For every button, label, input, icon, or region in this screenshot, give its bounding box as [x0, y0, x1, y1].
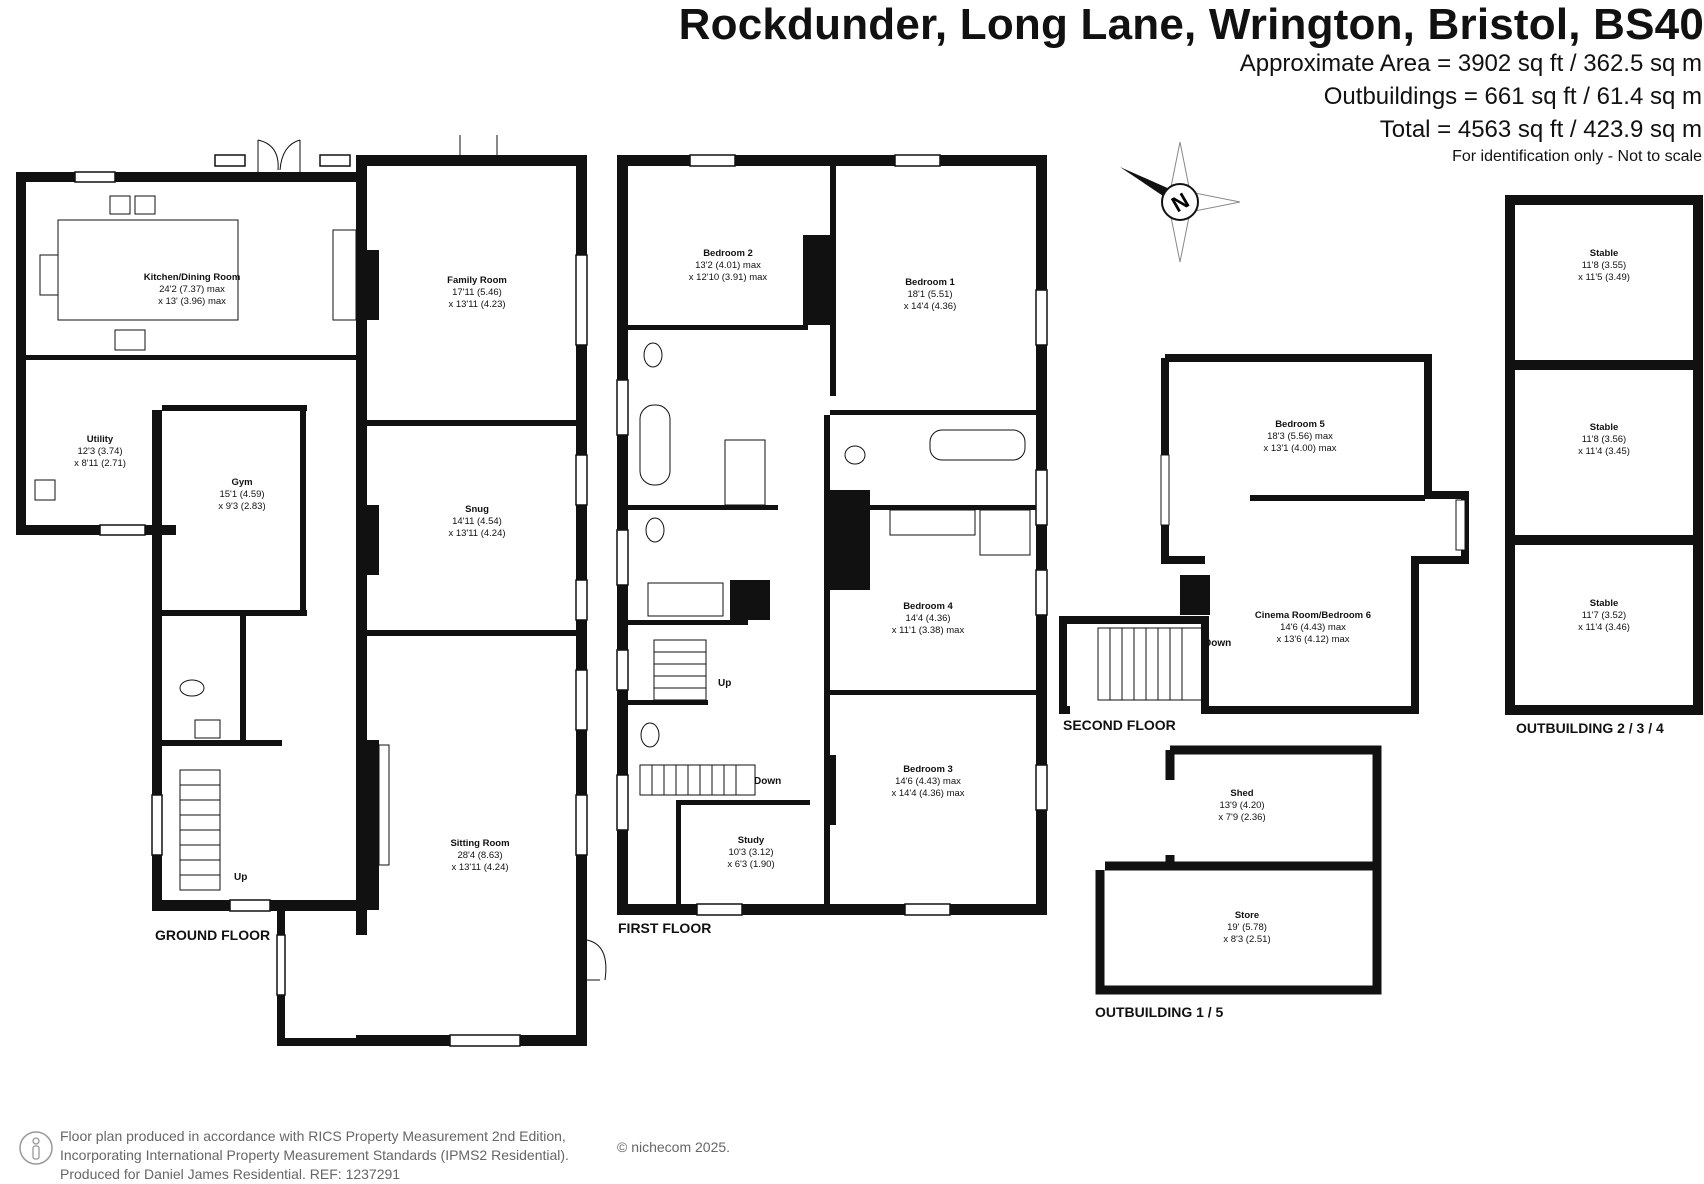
first-stairs-down: Down [754, 776, 781, 787]
bedroom2-dim2: x 12'10 (3.91) max [689, 272, 768, 283]
ground-floor-plan [16, 135, 607, 1047]
footer-line-1: Floor plan produced in accordance with R… [60, 1128, 566, 1144]
bedroom5-dim1: 18'3 (5.56) max [1267, 431, 1333, 442]
sitting-dim2: x 13'11 (4.24) [451, 862, 508, 873]
cinema-dim2: x 13'6 (4.12) max [1276, 634, 1349, 645]
sitting-name: Sitting Room [450, 838, 509, 849]
stable2-dim2: x 11'4 (3.45) [1578, 446, 1630, 457]
footer-line-3: Produced for Daniel James Residential. R… [60, 1166, 401, 1182]
family-dim2: x 13'11 (4.23) [448, 299, 505, 310]
store-dim2: x 8'3 (2.51) [1223, 934, 1270, 945]
study-name: Study [738, 835, 765, 846]
outbuilding-2-3-4-label: OUTBUILDING 2 / 3 / 4 [1516, 720, 1664, 736]
outbuildings-area: Outbuildings = 661 sq ft / 61.4 sq m [1323, 83, 1702, 110]
study-dim2: x 6'3 (1.90) [727, 859, 774, 870]
north-arrow-icon: N [1120, 141, 1241, 263]
study-dim1: 10'3 (3.12) [728, 847, 773, 858]
bedroom3-dim2: x 14'4 (4.36) max [891, 788, 964, 799]
bedroom4-name: Bedroom 4 [903, 601, 953, 612]
cinema-name: Cinema Room/Bedroom 6 [1255, 610, 1371, 621]
property-title: Rockdunder, Long Lane, Wrington, Bristol… [678, 0, 1704, 49]
bedroom2-dim1: 13'2 (4.01) max [695, 260, 761, 271]
bedroom3-name: Bedroom 3 [903, 764, 953, 775]
bedroom5-dim2: x 13'1 (4.00) max [1263, 443, 1336, 454]
stable2-dim1: 11'8 (3.56) [1582, 434, 1626, 445]
snug-dim2: x 13'11 (4.24) [448, 528, 505, 539]
second-floor-plan [1059, 354, 1469, 714]
utility-name: Utility [87, 434, 114, 445]
bedroom5-name: Bedroom 5 [1275, 419, 1325, 430]
family-dim1: 17'11 (5.46) [452, 287, 502, 298]
footer-line-2: Incorporating International Property Mea… [60, 1147, 569, 1163]
gym-name: Gym [231, 477, 252, 488]
second-floor-label: SECOND FLOOR [1063, 717, 1176, 733]
first-floor-label: FIRST FLOOR [618, 920, 711, 936]
stable3-name: Stable [1590, 598, 1619, 609]
family-name: Family Room [447, 275, 507, 286]
shed-name: Shed [1230, 788, 1253, 799]
stable3-dim1: 11'7 (3.52) [1582, 610, 1626, 621]
sitting-dim1: 28'4 (8.63) [457, 850, 502, 861]
utility-dim2: x 8'11 (2.71) [74, 458, 126, 469]
store-name: Store [1235, 910, 1259, 921]
bedroom4-dim2: x 11'1 (3.38) max [892, 625, 965, 636]
gym-dim2: x 9'3 (2.83) [218, 501, 265, 512]
bedroom1-dim2: x 14'4 (4.36) [904, 301, 957, 312]
kitchen-dim2: x 13' (3.96) max [158, 296, 226, 307]
first-floor-plan [616, 154, 1048, 916]
bedroom1-dim1: 18'1 (5.51) [907, 289, 952, 300]
outbuilding-2-3-4-plan [1505, 195, 1703, 715]
gym-dim1: 15'1 (4.59) [219, 489, 264, 500]
footer-notes: Floor plan produced in accordance with R… [60, 1127, 569, 1184]
ground-floor-label: GROUND FLOOR [155, 927, 270, 943]
second-stairs-down: Down [1204, 638, 1231, 649]
bedroom2-name: Bedroom 2 [703, 248, 753, 259]
snug-name: Snug [465, 504, 489, 515]
room-labels: Kitchen/Dining Room 24'2 (7.37) max x 13… [74, 248, 1630, 945]
store-dim1: 19' (5.78) [1227, 922, 1267, 933]
kitchen-name: Kitchen/Dining Room [144, 272, 241, 283]
first-stairs-up: Up [718, 678, 731, 689]
shed-dim2: x 7'9 (2.36) [1218, 812, 1265, 823]
stable2-name: Stable [1590, 422, 1619, 433]
bedroom3-dim1: 14'6 (4.43) max [895, 776, 961, 787]
utility-dim1: 12'3 (3.74) [77, 446, 122, 457]
stable1-name: Stable [1590, 248, 1619, 259]
total-area: Total = 4563 sq ft / 423.9 sq m [1379, 116, 1702, 143]
approximate-area: Approximate Area = 3902 sq ft / 362.5 sq… [1239, 50, 1702, 77]
info-person-icon [19, 1131, 53, 1165]
ground-stairs-up: Up [234, 872, 247, 883]
identification-note: For identification only - Not to scale [1452, 148, 1702, 165]
stable1-dim1: 11'8 (3.55) [1582, 260, 1626, 271]
floor-labels: GROUND FLOOR FIRST FLOOR SECOND FLOOR OU… [155, 717, 1664, 1020]
bedroom4-dim1: 14'4 (4.36) [905, 613, 950, 624]
shed-dim1: 13'9 (4.20) [1219, 800, 1264, 811]
stable3-dim2: x 11'4 (3.46) [1578, 622, 1630, 633]
stable1-dim2: x 11'5 (3.49) [1578, 272, 1630, 283]
outbuilding-1-5-label: OUTBUILDING 1 / 5 [1095, 1004, 1224, 1020]
bedroom1-name: Bedroom 1 [905, 277, 955, 288]
copyright: © nichecom 2025. [617, 1139, 731, 1155]
kitchen-dim1: 24'2 (7.37) max [159, 284, 225, 295]
cinema-dim1: 14'6 (4.43) max [1280, 622, 1346, 633]
snug-dim1: 14'11 (4.54) [452, 516, 502, 527]
outbuilding-1-5-plan [1095, 745, 1382, 995]
